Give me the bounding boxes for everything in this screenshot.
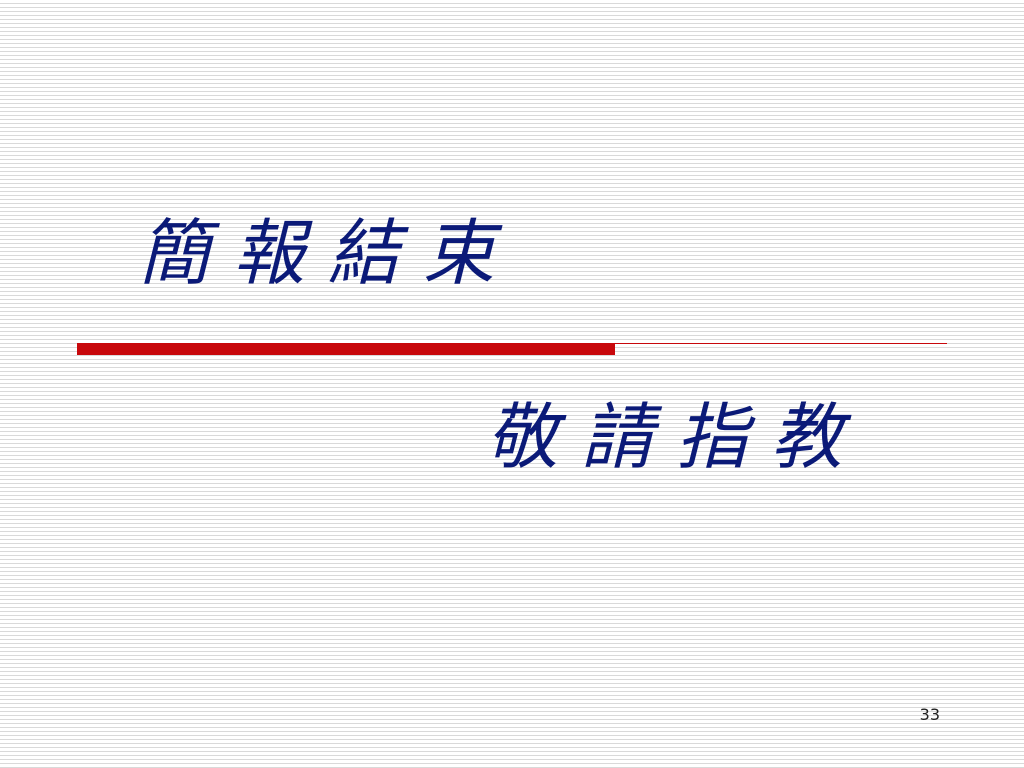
page-number: 33 bbox=[919, 705, 940, 724]
slide-title: 簡 報 結 束 bbox=[138, 211, 495, 295]
title-divider-thin bbox=[615, 343, 947, 344]
title-divider-thick bbox=[77, 343, 615, 355]
slide-subtitle: 敬 請 指 教 bbox=[486, 395, 843, 479]
